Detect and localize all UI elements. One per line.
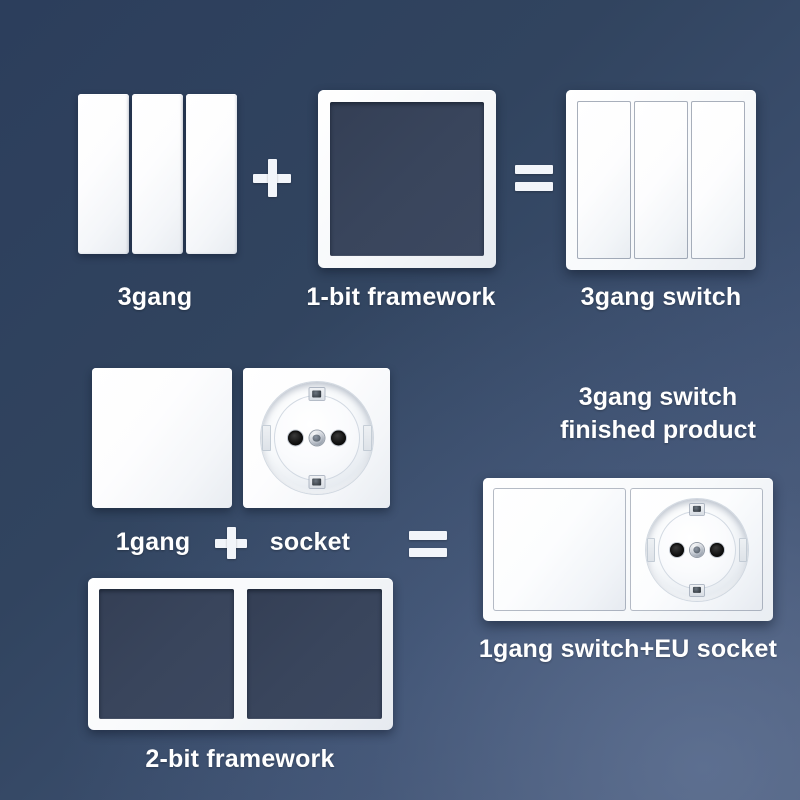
heading-line-1: 3gang switch: [578, 383, 738, 411]
heading-finished-product: 3gang switch finished product: [560, 381, 756, 447]
socket-earth-clip-top: [689, 503, 704, 515]
label-1bit-framework: 1-bit framework: [306, 283, 496, 311]
label-2bit-framework: 2-bit framework: [145, 745, 335, 773]
part-eu-socket: [243, 368, 390, 508]
socket-pin-hole: [330, 430, 346, 446]
label-1gang-switch-eu-socket: 1gang switch+EU socket: [478, 635, 778, 663]
socket-earth-clip-bottom: [309, 476, 324, 488]
assembly-eu-socket: [630, 488, 763, 611]
part-3gang-rockers: [78, 94, 238, 254]
operator-plus-bottom: [215, 527, 247, 559]
rocker-key: [186, 94, 237, 254]
socket-side-notch-left: [261, 425, 271, 451]
switch-rocker: [691, 101, 745, 259]
heading-line-2: finished product: [560, 416, 756, 444]
operator-equals-top: [515, 165, 553, 191]
rocker-key: [132, 94, 183, 254]
part-2bit-framework: [88, 578, 393, 730]
socket-recess: [657, 510, 736, 589]
label-3gang-switch: 3gang switch: [580, 283, 742, 311]
socket-face: [260, 382, 373, 494]
framework-divider: [234, 589, 247, 719]
socket-pin-hole: [709, 542, 724, 557]
part-1gang-rocker: [92, 368, 232, 508]
socket-earth-clip-top: [309, 388, 324, 400]
framework-hole: [330, 102, 484, 256]
operator-plus-top: [253, 159, 291, 197]
rocker-key: [78, 94, 129, 254]
switch-rocker: [634, 101, 688, 259]
socket-earth-clip-bottom: [689, 584, 704, 596]
socket-pin-hole: [669, 542, 684, 557]
operator-equals-bottom: [409, 531, 447, 557]
label-socket: socket: [269, 528, 351, 556]
result-3gang-switch: [566, 90, 756, 270]
assembly-switch-rocker: [493, 488, 626, 611]
socket-pin-hole: [287, 430, 303, 446]
label-3gang: 3gang: [117, 283, 193, 311]
socket-center-screw: [689, 542, 704, 557]
socket-recess: [273, 395, 360, 481]
socket-side-notch-right: [362, 425, 372, 451]
result-1gang-switch-eu-socket: [483, 478, 773, 621]
socket-side-notch-right: [738, 537, 747, 562]
socket-face: [645, 498, 748, 601]
socket-center-screw: [309, 430, 324, 446]
socket-side-notch-left: [646, 537, 655, 562]
part-1bit-framework: [318, 90, 496, 268]
framework-hole: [247, 589, 382, 719]
label-1gang: 1gang: [115, 528, 191, 556]
switch-rocker: [577, 101, 631, 259]
framework-hole: [99, 589, 234, 719]
